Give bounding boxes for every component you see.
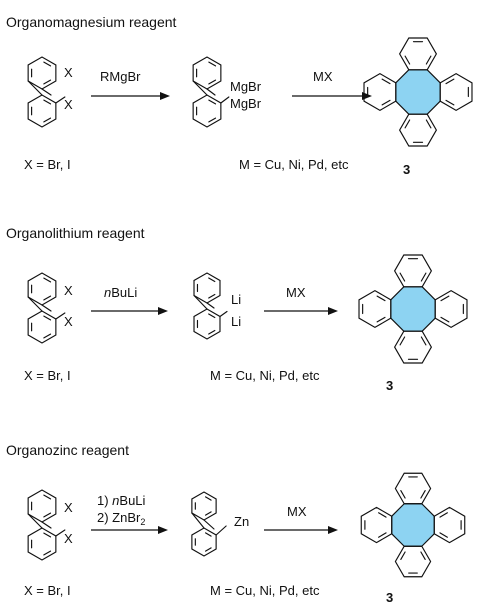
section-organolithium: Organolithium reagent X X X = Br, I nBuL… [6, 225, 468, 393]
substrate-x-label-upper: X [64, 65, 73, 80]
intermediate-zinc-label: Zn [234, 514, 249, 529]
metal-reagent-label: MX [286, 285, 306, 300]
reaction-arrowhead-1 [158, 307, 168, 315]
product-number: 3 [386, 590, 393, 602]
product-tetraphenylene [360, 472, 466, 578]
substrate-x-label-upper: X [64, 500, 73, 515]
substrate-caption: X = Br, I [24, 583, 71, 598]
catalyst-caption: M = Cu, Ni, Pd, etc [210, 368, 320, 383]
substrate-x-label-lower: X [64, 314, 73, 329]
intermediate-label-lower: MgBr [230, 96, 262, 111]
section-organomagnesium: Organomagnesium reagent X X X = Br, I RM… [6, 14, 473, 177]
intermediate-label-upper: Li [231, 292, 241, 307]
metal-reagent-label: MX [287, 504, 307, 519]
product-tetraphenylene [363, 37, 473, 147]
catalyst-caption: M = Cu, Ni, Pd, etc [210, 583, 320, 598]
substrate-caption: X = Br, I [24, 368, 71, 383]
intermediate-dilithio-biaryl [193, 272, 228, 340]
substrate-biaryl-dihalide [27, 489, 66, 561]
product-number: 3 [386, 378, 393, 393]
section-title: Organozinc reagent [6, 442, 129, 458]
substrate-caption: X = Br, I [24, 157, 71, 172]
substrate-x-label-lower: X [64, 97, 73, 112]
reagent-label: RMgBr [100, 69, 141, 84]
reagent-label: nBuLi [104, 285, 137, 300]
section-organozinc: Organozinc reagent X X X = Br, I 1) nBuL… [6, 442, 466, 602]
substrate-x-label-lower: X [64, 531, 73, 546]
reaction-arrowhead-1 [160, 92, 170, 100]
intermediate-label-lower: Li [231, 314, 241, 329]
reaction-arrowhead-2 [328, 526, 338, 534]
cot-core [395, 69, 441, 115]
intermediate-zincafluorene [191, 491, 227, 557]
catalyst-caption: M = Cu, Ni, Pd, etc [239, 157, 349, 172]
product-number: 3 [403, 162, 410, 177]
metal-reagent-label: MX [313, 69, 333, 84]
reagent-step-1: 1) nBuLi [97, 493, 146, 508]
cot-core [391, 503, 435, 547]
product-tetraphenylene [358, 254, 468, 364]
section-title: Organomagnesium reagent [6, 14, 177, 30]
reaction-arrowhead-2 [328, 307, 338, 315]
intermediate-di-grignard [192, 56, 230, 128]
substrate-x-label-upper: X [64, 283, 73, 298]
cot-core [390, 286, 436, 332]
section-title: Organolithium reagent [6, 225, 145, 241]
reaction-arrowhead-1 [158, 526, 168, 534]
substrate-biaryl-dihalide [27, 272, 66, 344]
substrate-biaryl-dihalide [27, 56, 66, 128]
reagent-step-2: 2) ZnBr2 [97, 510, 145, 527]
intermediate-label-upper: MgBr [230, 79, 262, 94]
